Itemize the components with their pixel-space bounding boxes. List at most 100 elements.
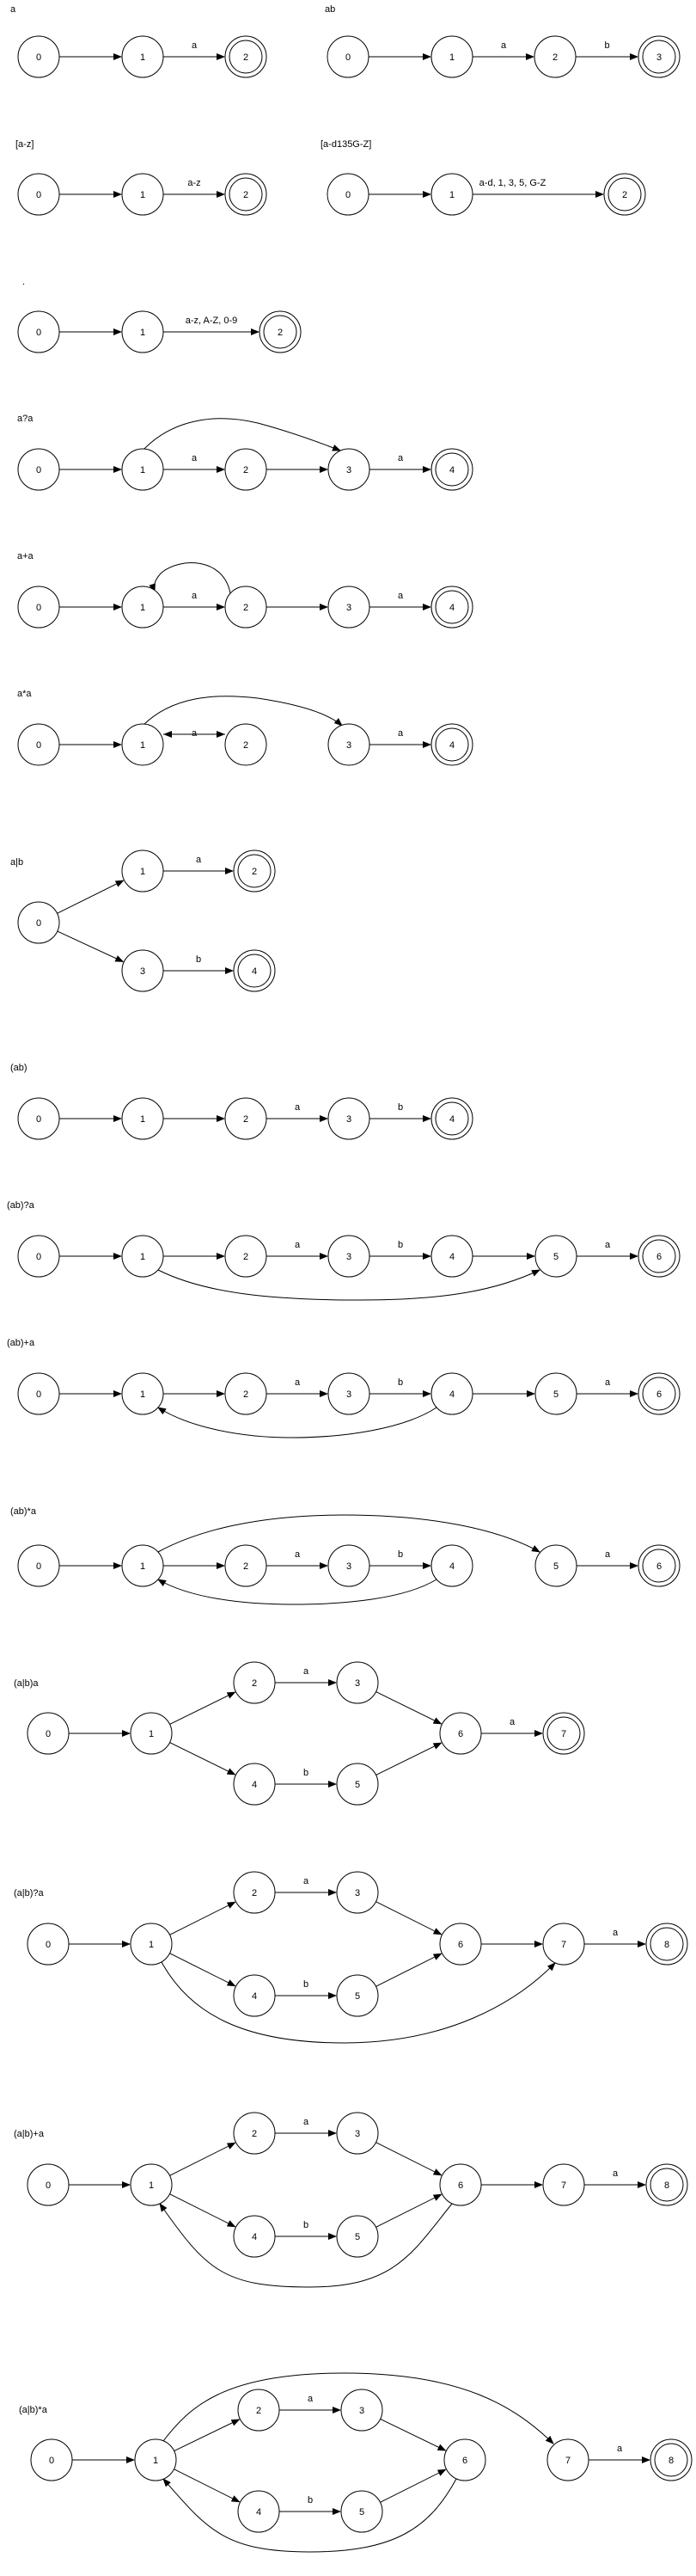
- state-label: 0: [36, 918, 41, 929]
- transition-arrow: [375, 1691, 443, 1725]
- transition-label: a: [192, 453, 198, 463]
- transition-label: b: [398, 1549, 403, 1560]
- state-label: 2: [243, 1561, 248, 1572]
- accepting-state-inner-ring: [654, 2443, 688, 2477]
- transition-arrow: [157, 1514, 540, 1553]
- state-label: 7: [561, 1940, 566, 1950]
- transition-label: a: [613, 2168, 619, 2179]
- state-label: 0: [36, 328, 41, 338]
- state-circle: [224, 1544, 267, 1587]
- state-label: 3: [355, 1888, 360, 1898]
- state-circle: [121, 849, 164, 892]
- state-circle: [17, 310, 60, 353]
- state-circle: [121, 586, 164, 629]
- state-circle: [542, 2163, 585, 2206]
- state-label: 0: [36, 465, 41, 475]
- state-label: 1: [149, 1940, 154, 1950]
- transition-label: b: [303, 1979, 308, 1990]
- regex-title: a?a: [17, 414, 34, 424]
- state-label: 0: [345, 52, 351, 63]
- state-circle: [224, 1235, 267, 1278]
- regex-title: a*a: [17, 689, 32, 699]
- state-label: 4: [252, 966, 257, 977]
- state-circle: [534, 1372, 577, 1415]
- regex-title: a: [10, 4, 16, 15]
- regex-title: (a|b)?a: [14, 1888, 45, 1898]
- state-label: 4: [449, 1114, 455, 1125]
- transition-label: a-z: [187, 178, 200, 188]
- state-circle: [233, 1871, 276, 1914]
- regex-title: (a|b)a: [14, 1678, 39, 1689]
- state-label: 1: [140, 1252, 145, 1262]
- transition-label: a: [605, 1549, 611, 1560]
- accepting-state-inner-ring: [435, 452, 469, 487]
- state-label: 1: [140, 1114, 145, 1125]
- state-label: 0: [36, 603, 41, 613]
- state-circle: [327, 1544, 370, 1587]
- transition-arrow: [169, 1742, 236, 1776]
- state-circle: [439, 2163, 482, 2206]
- state-label: 0: [36, 52, 41, 63]
- state-circle: [27, 1712, 70, 1755]
- state-label: 5: [355, 2232, 360, 2242]
- state-circle: [233, 1661, 276, 1704]
- regex-title: ab: [325, 4, 335, 15]
- state-circle: [327, 1235, 370, 1278]
- state-circle: [534, 35, 577, 78]
- transition-label: a: [295, 1240, 301, 1250]
- transition-label: a: [192, 591, 198, 601]
- state-circle: [121, 35, 164, 78]
- transition-label: a-z, A-Z, 0-9: [186, 316, 238, 326]
- state-circle: [17, 586, 60, 629]
- state-label: 7: [561, 2180, 566, 2191]
- state-circle: [237, 2490, 280, 2533]
- state-circle: [17, 448, 60, 491]
- accepting-state-inner-ring: [650, 1927, 684, 1961]
- accepting-state-inner-ring: [642, 1549, 676, 1583]
- state-label: 1: [149, 2180, 154, 2191]
- state-label: 5: [553, 1389, 559, 1400]
- accepting-state-inner-ring: [650, 2168, 684, 2202]
- transition-label: a: [308, 2394, 314, 2404]
- transition-label: b: [303, 1768, 308, 1778]
- transition-label: a: [617, 2444, 623, 2454]
- state-label: 0: [36, 1561, 41, 1572]
- state-label: 1: [149, 1729, 154, 1739]
- state-label: 2: [243, 465, 248, 475]
- transition-label: a-d, 1, 3, 5, G-Z: [479, 178, 546, 188]
- state-label: 2: [622, 190, 627, 200]
- transition-label: a: [398, 591, 404, 601]
- transition-arrow: [157, 1407, 437, 1438]
- transition-arrow: [162, 2372, 554, 2444]
- state-label: 5: [355, 1780, 360, 1790]
- transition-arrow: [174, 2419, 241, 2452]
- state-circle: [121, 173, 164, 216]
- state-label: 6: [458, 1729, 463, 1739]
- state-label: 0: [36, 740, 41, 751]
- state-label: 6: [462, 2456, 467, 2466]
- transition-label: a: [192, 40, 198, 51]
- state-circle: [336, 2215, 379, 2258]
- transition-label: a: [613, 1928, 619, 1938]
- state-circle: [17, 1372, 60, 1415]
- state-circle: [430, 1544, 473, 1587]
- regex-title: a+a: [17, 551, 34, 561]
- state-circle: [340, 2490, 383, 2533]
- state-label: 2: [243, 1389, 248, 1400]
- accepting-state-inner-ring: [229, 40, 263, 74]
- regex-title: (a|b)+a: [14, 2129, 45, 2139]
- accepting-state-inner-ring: [546, 1716, 581, 1751]
- state-label: 3: [346, 603, 351, 613]
- accepting-state-inner-ring: [642, 40, 676, 74]
- state-label: 1: [140, 465, 145, 475]
- transition-label: b: [398, 1102, 403, 1113]
